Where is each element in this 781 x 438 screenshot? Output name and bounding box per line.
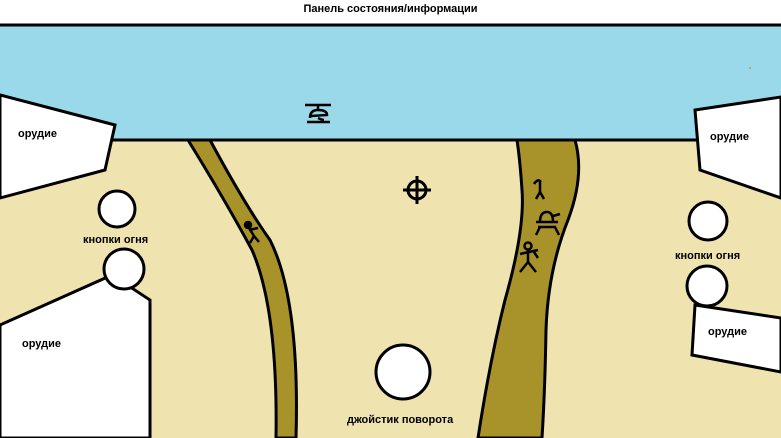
sky	[0, 25, 781, 140]
status-bar: Панель состояния/информации	[303, 3, 478, 15]
weapon-label-right-top: орудие	[710, 131, 749, 143]
weapon-label-right-bottom: орудие	[708, 326, 747, 338]
weapon-left-bottom[interactable]	[0, 273, 152, 438]
weapon-right-top[interactable]	[693, 95, 781, 200]
weapon-label-left-bottom: орудие	[22, 338, 61, 350]
joystick-label: джойстик поворота	[347, 414, 454, 426]
sky-dot	[749, 67, 751, 69]
fire-buttons-label-left: кнопки огня	[83, 234, 149, 246]
crosshair-icon	[403, 176, 431, 204]
road-left	[185, 138, 298, 438]
weapon-right-bottom[interactable]	[690, 303, 781, 374]
weapon-label-left-top: орудие	[18, 128, 57, 140]
helicopter-icon	[305, 103, 331, 124]
soldier-icon	[243, 220, 260, 244]
tank-icon	[534, 210, 561, 236]
soldier-icon-2	[532, 179, 546, 200]
soldier-icon-3	[519, 241, 540, 273]
fire-button-left-bottom[interactable]	[102, 247, 146, 291]
joystick[interactable]	[374, 343, 432, 401]
fire-buttons-label-right: кнопки огня	[675, 250, 741, 262]
fire-button-right-top[interactable]	[687, 200, 729, 242]
weapon-left-top[interactable]	[0, 93, 117, 200]
fire-button-left-top[interactable]	[97, 189, 137, 229]
fire-button-right-bottom[interactable]	[685, 264, 729, 308]
